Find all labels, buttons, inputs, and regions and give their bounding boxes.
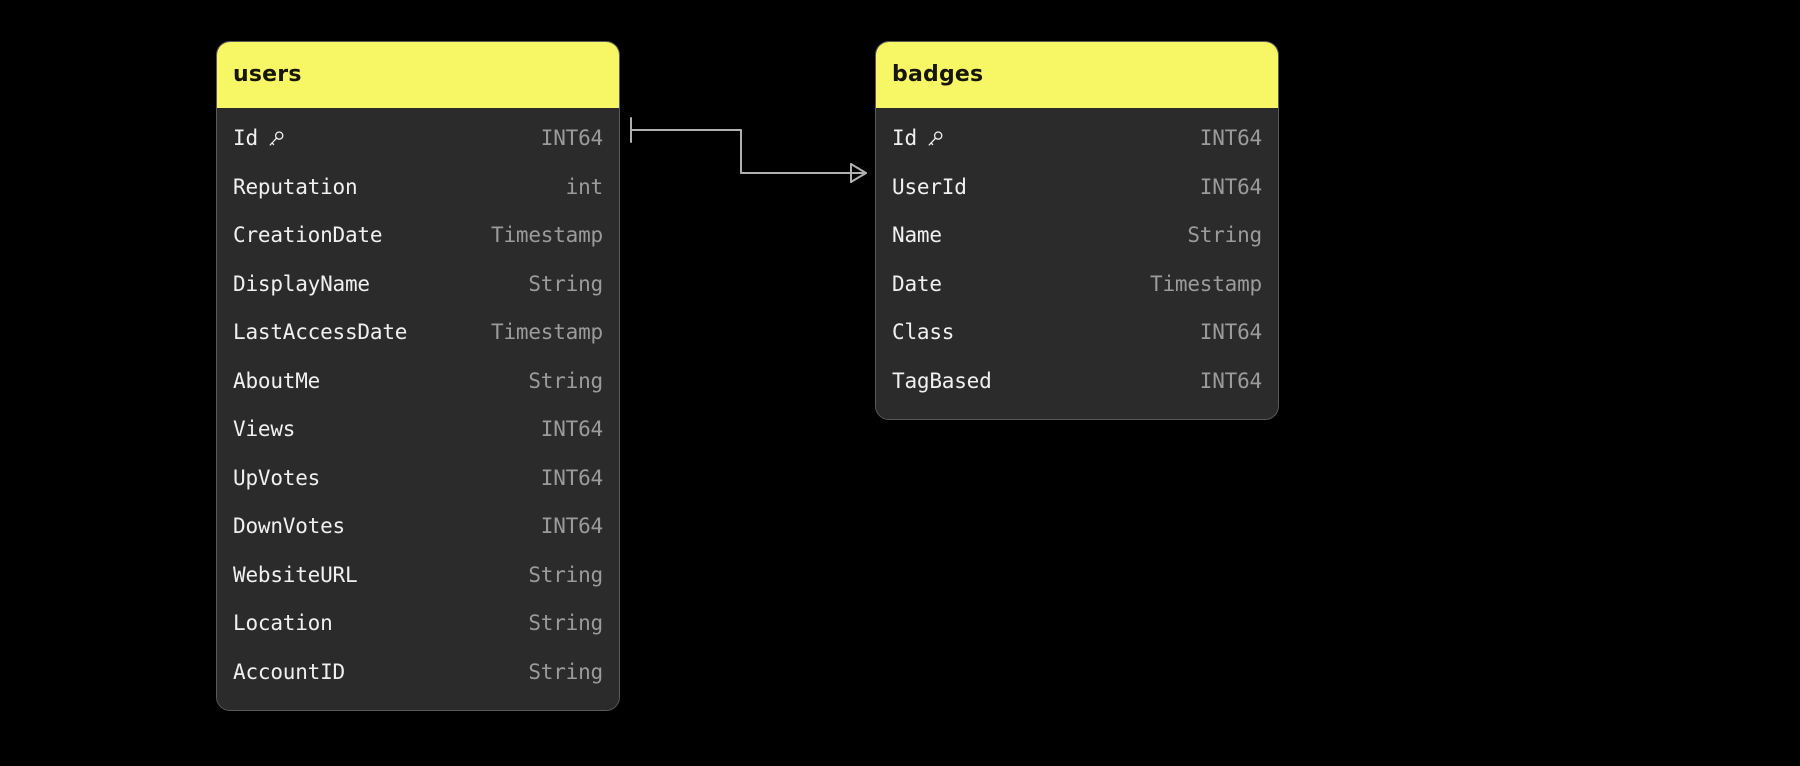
- field-name-text: TagBased: [892, 368, 992, 393]
- field-row[interactable]: Class INT64: [876, 308, 1278, 357]
- field-row[interactable]: Views INT64: [217, 405, 619, 454]
- entity-card-badges[interactable]: badges Id INT64 UserId: [875, 41, 1279, 420]
- field-name-cell: Name: [892, 223, 942, 247]
- field-type-cell: INT64: [540, 465, 603, 490]
- field-row[interactable]: LastAccessDate Timestamp: [217, 308, 619, 357]
- entity-fields-badges: Id INT64 UserId INT64: [876, 108, 1278, 419]
- key-icon: [266, 129, 286, 149]
- field-row[interactable]: DisplayName String: [217, 260, 619, 309]
- field-name-text: Date: [892, 271, 942, 296]
- field-name-cell: UserId: [892, 175, 967, 199]
- field-name-text: AboutMe: [233, 368, 321, 393]
- relationship-users-to-badges[interactable]: [630, 117, 867, 183]
- field-type-cell: INT64: [540, 514, 603, 539]
- field-row[interactable]: Name String: [876, 211, 1278, 260]
- entity-card-users[interactable]: users Id INT64 Reputatio: [216, 41, 620, 711]
- field-row[interactable]: TagBased INT64: [876, 357, 1278, 406]
- key-icon: [925, 129, 945, 149]
- field-name-text: Reputation: [233, 174, 358, 199]
- field-name-text: LastAccessDate: [233, 320, 408, 345]
- field-name-text: AccountID: [233, 659, 345, 684]
- field-type-cell: String: [528, 368, 603, 393]
- field-type-cell: INT64: [1199, 174, 1262, 199]
- field-name-text: Class: [892, 320, 955, 345]
- field-name-cell: Reputation: [233, 174, 358, 199]
- field-name-cell: Views: [233, 417, 295, 441]
- field-name-text: Location: [233, 611, 333, 636]
- entity-title-badges: badges: [876, 42, 1278, 108]
- field-name-text: DownVotes: [233, 514, 345, 539]
- field-type-cell: INT64: [540, 126, 603, 151]
- field-name-cell: AccountID: [233, 660, 345, 684]
- field-type-cell: String: [528, 611, 603, 636]
- field-name-text: Id: [892, 126, 917, 151]
- field-name-cell: TagBased: [892, 369, 992, 393]
- field-name-text: UserId: [892, 174, 967, 199]
- relationship-line: [630, 129, 867, 174]
- field-name-text: UpVotes: [233, 465, 321, 490]
- field-name-cell: DownVotes: [233, 514, 345, 538]
- field-row[interactable]: Location String: [217, 599, 619, 648]
- field-name-text: CreationDate: [233, 223, 383, 248]
- field-name-text: DisplayName: [233, 271, 370, 296]
- field-row[interactable]: Id INT64: [217, 114, 619, 163]
- field-row[interactable]: AccountID String: [217, 648, 619, 697]
- field-row[interactable]: Id INT64: [876, 114, 1278, 163]
- field-name-cell: Id: [233, 126, 286, 150]
- field-type-cell: Timestamp: [1150, 271, 1262, 296]
- field-name-text: Views: [233, 417, 296, 442]
- field-row[interactable]: CreationDate Timestamp: [217, 211, 619, 260]
- field-type-cell: String: [528, 271, 603, 296]
- field-type-cell: INT64: [1199, 126, 1262, 151]
- field-type-cell: String: [528, 562, 603, 587]
- entity-fields-users: Id INT64 Reputation int: [217, 108, 619, 710]
- field-name-cell: Date: [892, 272, 942, 296]
- field-type-cell: int: [565, 174, 604, 199]
- field-name-cell: LastAccessDate: [233, 320, 407, 344]
- field-row[interactable]: UserId INT64: [876, 163, 1278, 212]
- field-row[interactable]: DownVotes INT64: [217, 502, 619, 551]
- field-name-text: Id: [233, 126, 258, 151]
- field-row[interactable]: WebsiteURL String: [217, 551, 619, 600]
- field-type-cell: Timestamp: [491, 223, 603, 248]
- field-name-cell: DisplayName: [233, 272, 370, 296]
- field-name-cell: CreationDate: [233, 223, 383, 248]
- field-name-cell: UpVotes: [233, 466, 320, 490]
- field-name-cell: Location: [233, 611, 333, 635]
- field-name-cell: AboutMe: [233, 369, 320, 393]
- field-name-cell: WebsiteURL: [233, 562, 358, 587]
- field-type-cell: String: [1187, 223, 1262, 248]
- field-name-cell: Class: [892, 320, 954, 344]
- field-type-cell: INT64: [1199, 368, 1262, 393]
- field-name-text: WebsiteURL: [233, 562, 358, 587]
- field-row[interactable]: UpVotes INT64: [217, 454, 619, 503]
- entity-title-users: users: [217, 42, 619, 108]
- field-row[interactable]: Reputation int: [217, 163, 619, 212]
- cardinality-many-marker: [850, 163, 867, 183]
- field-row[interactable]: AboutMe String: [217, 357, 619, 406]
- field-name-cell: Id: [892, 126, 945, 150]
- field-row[interactable]: Date Timestamp: [876, 260, 1278, 309]
- field-type-cell: Timestamp: [491, 320, 603, 345]
- field-type-cell: String: [528, 659, 603, 684]
- field-type-cell: INT64: [1199, 320, 1262, 345]
- field-name-text: Name: [892, 223, 942, 248]
- field-type-cell: INT64: [540, 417, 603, 442]
